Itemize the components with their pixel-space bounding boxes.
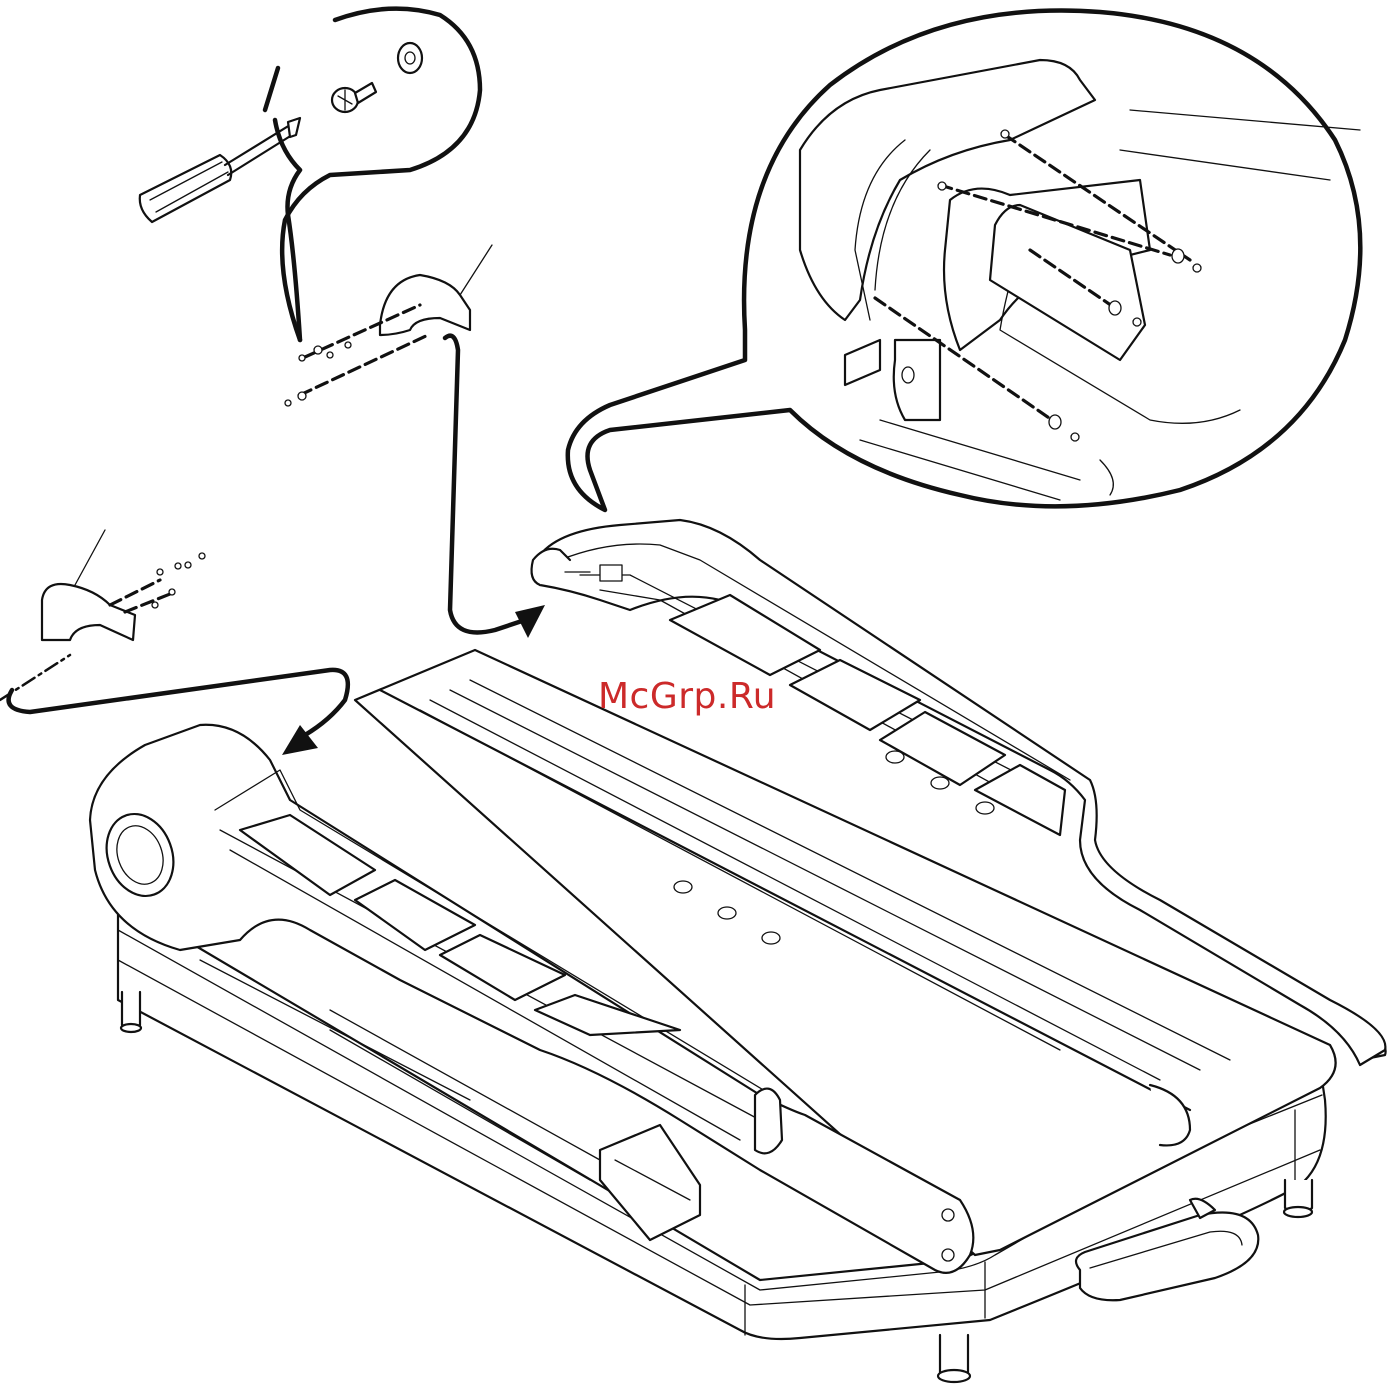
small-bracket [285,245,492,406]
washer-icon [398,43,422,73]
roller-detail-callout [568,11,1361,510]
screw-icon [332,83,376,112]
loose-end-cap [0,530,205,700]
arrow-to-rear [445,336,545,638]
watermark-text: McGrp.Ru [598,676,776,717]
screwdriver-icon [140,118,300,222]
